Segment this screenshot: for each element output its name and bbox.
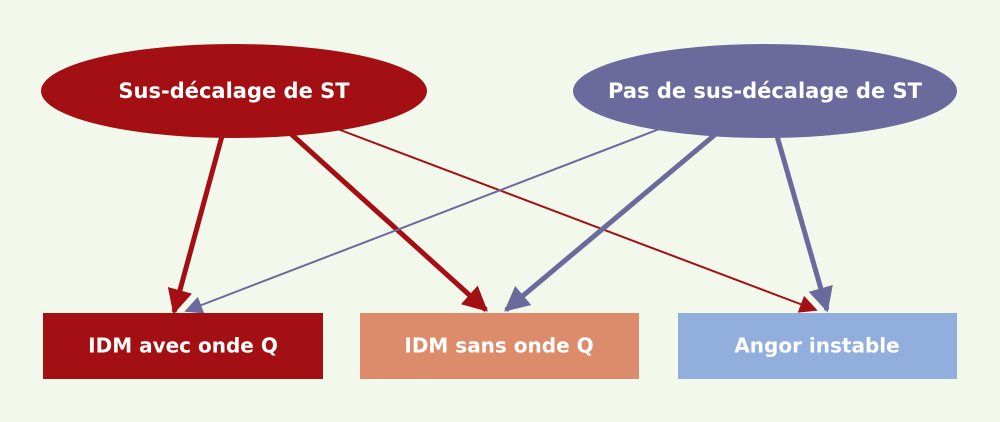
edge-st-elevation-to-mi-no-q [288,131,488,312]
edge-st-elevation-to-unstable-angina [334,127,818,313]
target-node-mi-no-q-label: IDM sans onde Q [404,334,593,358]
target-node-unstable-angina: Angor instable [678,313,957,379]
source-node-no-st-elevation-shape [573,44,957,138]
source-node-st-elevation: Sus-décalage de ST [41,44,427,138]
edge-no-st-elevation-to-mi-no-q [504,131,719,312]
source-node-no-st-elevation-label: Pas de sus-décalage de ST [608,79,923,103]
edge-no-st-elevation-to-unstable-angina [774,135,833,313]
source-node-no-st-elevation: Pas de sus-décalage de ST [573,44,957,138]
target-node-unstable-angina-shape [678,313,957,379]
source-node-st-elevation-shape [41,44,427,138]
target-node-mi-no-q: IDM sans onde Q [360,313,639,379]
edge-no-st-elevation-to-mi-q [184,127,663,314]
target-node-mi-q: IDM avec onde Q [43,313,323,379]
target-node-mi-q-shape [43,313,323,379]
edge-st-elevation-to-mi-q [167,135,225,315]
target-node-mi-no-q-shape [360,313,639,379]
target-node-unstable-angina-label: Angor instable [734,334,899,358]
target-node-mi-q-label: IDM avec onde Q [88,334,278,358]
source-node-st-elevation-label: Sus-décalage de ST [118,79,350,103]
